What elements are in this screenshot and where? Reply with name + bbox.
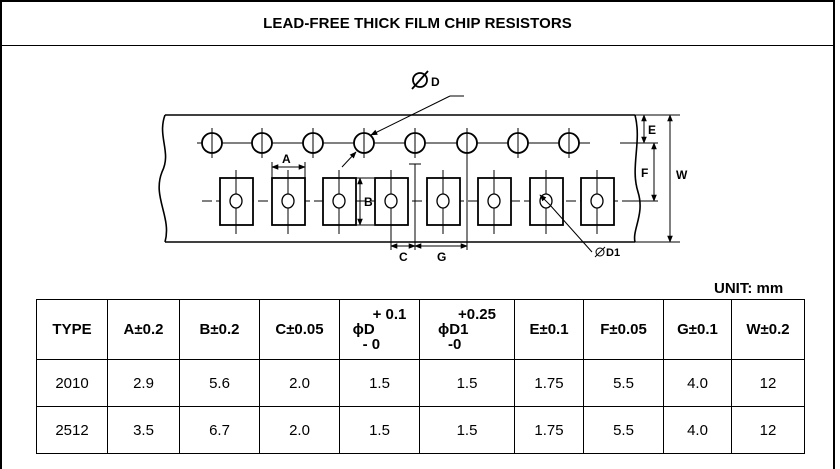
header-b: B±0.2 — [179, 299, 260, 360]
header-d: + 0.1 ϕD - 0 — [339, 299, 420, 360]
cell-w: 12 — [731, 406, 805, 454]
unit-label: UNIT: mm — [714, 280, 784, 297]
dim-b: B — [356, 177, 374, 226]
header-d-plus: + 0.1 — [372, 305, 407, 323]
dim-g-label: G — [437, 250, 446, 264]
cell-d1: 1.5 — [419, 406, 515, 454]
header-d-main: ϕD — [352, 320, 375, 338]
phi-d-callout: D — [341, 70, 464, 168]
cell-type: 2010 — [36, 359, 108, 407]
header-d1-minus: -0 — [448, 335, 462, 353]
cell-c: 2.0 — [259, 359, 340, 407]
cell-c: 2.0 — [259, 406, 340, 454]
cell-d: 1.5 — [339, 406, 420, 454]
title-bar: LEAD-FREE THICK FILM CHIP RESISTORS — [2, 2, 833, 46]
header-d1-main: ϕD1 — [438, 320, 469, 338]
cell-e: 1.75 — [514, 406, 584, 454]
dim-b-label: B — [364, 195, 373, 209]
page-title: LEAD-FREE THICK FILM CHIP RESISTORS — [263, 15, 572, 32]
table-row: 2010 2.9 5.6 2.0 1.5 1.5 1.75 5.5 4.0 12 — [36, 359, 805, 407]
carrier-tape-diagram: D A B C G — [158, 70, 688, 264]
dim-e-label: E — [648, 123, 656, 137]
dim-w-label: W — [676, 168, 688, 182]
dim-c-label: C — [399, 250, 408, 264]
phi-d1-label: D1 — [606, 247, 620, 259]
cell-d: 1.5 — [339, 359, 420, 407]
tape-outline — [158, 114, 641, 243]
header-c: C±0.05 — [259, 299, 340, 360]
dim-a-label: A — [282, 152, 291, 166]
cell-a: 2.9 — [107, 359, 180, 407]
header-w: W±0.2 — [731, 299, 805, 360]
cell-b: 5.6 — [179, 359, 260, 407]
dim-a: A — [271, 152, 306, 178]
header-d1-plus: +0.25 — [458, 305, 496, 323]
pocket-holes — [229, 193, 604, 209]
cell-d1: 1.5 — [419, 359, 515, 407]
phi-d-label: D — [431, 75, 440, 89]
header-type: TYPE — [36, 299, 108, 360]
phi-d1-callout: D1 — [539, 194, 620, 259]
dim-c-g: C G — [390, 153, 468, 264]
dimensions-table: TYPE A±0.2 B±0.2 C±0.05 + 0.1 ϕD - 0 +0.… — [36, 299, 805, 454]
cell-b: 6.7 — [179, 406, 260, 454]
header-d-minus: - 0 — [362, 335, 381, 353]
table-row: 2512 3.5 6.7 2.0 1.5 1.5 1.75 5.5 4.0 12 — [36, 406, 805, 454]
cell-f: 5.5 — [583, 359, 664, 407]
diameter-symbol-icon — [412, 72, 428, 88]
cell-g: 4.0 — [663, 406, 732, 454]
cell-e: 1.75 — [514, 359, 584, 407]
header-g: G±0.1 — [663, 299, 732, 360]
header-d1: +0.25 ϕD1 -0 — [419, 299, 515, 360]
header-e: E±0.1 — [514, 299, 584, 360]
cell-g: 4.0 — [663, 359, 732, 407]
cell-type: 2512 — [36, 406, 108, 454]
table-header-row: TYPE A±0.2 B±0.2 C±0.05 + 0.1 ϕD - 0 +0.… — [36, 299, 805, 360]
header-f: F±0.05 — [583, 299, 664, 360]
dim-f-label: F — [641, 166, 648, 180]
cell-f: 5.5 — [583, 406, 664, 454]
cell-w: 12 — [731, 359, 805, 407]
cell-a: 3.5 — [107, 406, 180, 454]
header-a: A±0.2 — [107, 299, 180, 360]
diameter-symbol-icon — [595, 247, 605, 257]
dim-e-f-w: E F W — [620, 114, 688, 243]
